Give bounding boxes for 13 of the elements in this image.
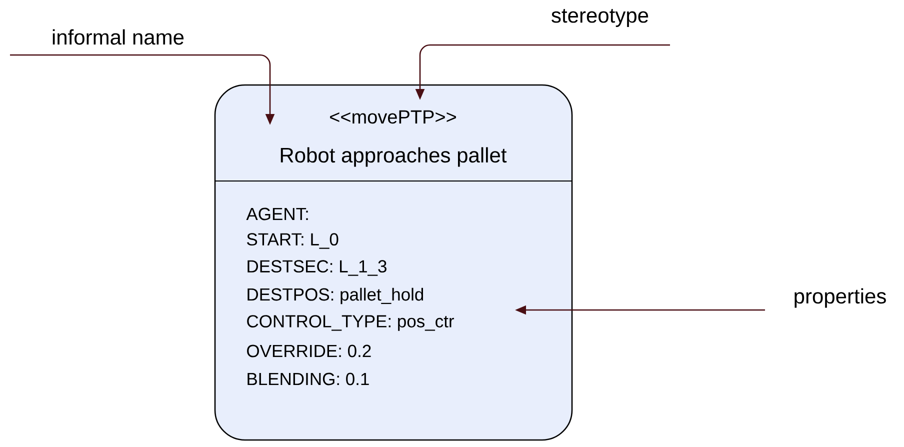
property-text: BLENDING: 0.1: [248, 372, 369, 386]
property-text: OVERRIDE: 0.2: [247, 344, 371, 358]
property-text: AGENT:: [246, 208, 308, 220]
callout-label: informal name: [52, 29, 184, 45]
callout-label: properties: [794, 288, 886, 308]
property-text: DESTSEC: L_1_3: [248, 260, 386, 276]
state-box: [214, 84, 573, 441]
property-text: CONTROL_TYPE: pos_ctr: [247, 315, 454, 331]
callout-label: stereotype: [552, 9, 648, 27]
property-text: DESTPOS: pallet_hold: [248, 288, 424, 304]
name-text: Robot approaches pallet: [280, 147, 507, 167]
property-text: START: L_0: [247, 233, 338, 249]
stereotype-text: <<movePTP>>: [330, 110, 456, 124]
